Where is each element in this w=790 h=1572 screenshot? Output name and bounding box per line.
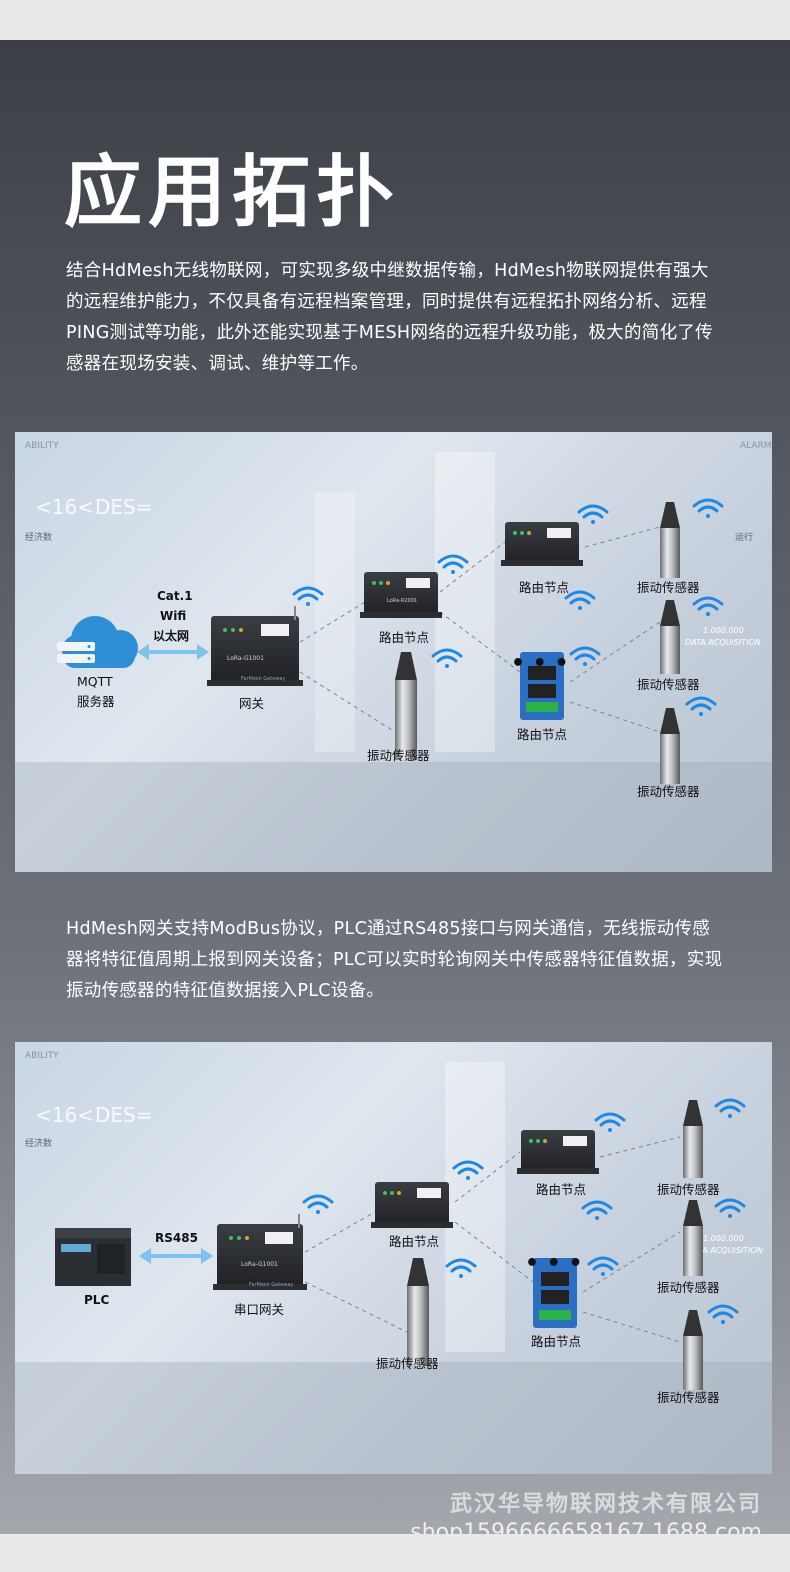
gateway-sub: FarMesh Gateway [249,1282,293,1288]
bg-left-label: 经济数 [25,1137,52,1149]
bg-digits-2: DES= [95,1103,153,1127]
sensor-label: 振动传感器 [657,1390,720,1405]
sensor-label: 振动传感器 [637,784,700,799]
router-device [371,1182,453,1228]
bg-data-acq-1: 1.000.000 [703,1234,744,1243]
wifi-icon [692,498,724,518]
router-model: LoRa-R2001 [387,598,417,604]
link-label-rs485: RS485 [155,1231,198,1245]
gateway-model: LoRa-G1001 [227,655,264,662]
plc-device [55,1228,131,1286]
vibration-sensor [395,652,417,760]
server-label-1: MQTT [77,674,113,689]
router-label: 路由节点 [519,580,569,595]
wifi-icon [587,1256,619,1276]
double-arrow-icon [137,644,209,660]
vibration-sensor [660,708,680,784]
sensor-label: 振动传感器 [376,1356,439,1371]
topology-diagram-plc: ABILITY <16< DES= 经济数 1.000.000 DATA ACQ… [15,1042,772,1474]
cloud-server-icon [57,616,138,668]
router-device [360,572,442,618]
link-label-ethernet: 以太网 [153,628,189,643]
server-label-2: 服务器 [77,694,115,709]
wifi-icon [437,554,469,574]
mesh-links [299,526,661,733]
link-label-cat1: Cat.1 [157,589,193,603]
serial-gateway-device [213,1214,307,1290]
wifi-icon [452,1160,484,1180]
sensor-label: 振动传感器 [657,1182,720,1197]
bg-digits-2: DES= [95,495,153,519]
bg-alarm-text: ALARM [740,441,772,451]
router-device [517,1130,599,1174]
bg-ability-text: ABILITY [25,441,59,451]
bg-floor [15,762,772,872]
gateway-model: LoRa-G1001 [241,1261,278,1268]
vibration-sensor [407,1258,429,1366]
modbus-paragraph: HdMesh网关支持ModBus协议，PLC通过RS485接口与网关通信，无线振… [66,919,723,1001]
gateway-label: 网关 [239,696,264,711]
mesh-links [304,1136,681,1343]
router-label: 路由节点 [379,630,429,645]
wifi-icon [577,504,609,524]
bg-data-acq-1: 1.000.000 [703,626,744,635]
sensor-label: 振动传感器 [367,748,430,763]
bg-ability-text: ABILITY [25,1051,59,1061]
bg-left-label: 经济数 [25,531,52,543]
serial-gateway-label: 串口网关 [234,1302,284,1317]
wifi-icon [569,646,601,666]
router-label: 路由节点 [517,727,567,742]
bg-data-acq-2: DATA ACQUISITION [687,1246,763,1255]
page-background: 应用拓扑 结合HdMesh无线物联网，可实现多级中继数据传输，HdMesh物联网… [0,40,790,1534]
vibration-sensor [683,1100,703,1178]
bg-digits-1: <16< [35,495,94,519]
bg-tower [315,492,355,752]
bg-floor [15,1362,772,1474]
router-label: 路由节点 [389,1234,439,1249]
link-label-wifi: Wifi [160,609,186,623]
bg-right-label: 运行 [735,531,753,543]
topology-diagram-mqtt: ABILITY ALARM <16< DES= 经济数 运行 1.000.000… [15,432,772,872]
wifi-icon [302,1194,334,1214]
bottom-strip [0,1534,790,1572]
wifi-icon [692,596,724,616]
sensor-label: 振动传感器 [657,1280,720,1295]
wifi-icon [292,586,324,606]
wifi-icon [564,590,596,610]
plc-label: PLC [84,1293,109,1307]
router-node-blue [520,652,564,720]
vibration-sensor [683,1310,703,1390]
wifi-icon [685,696,717,716]
wifi-icon [707,1304,739,1324]
wifi-icon [714,1098,746,1118]
footer-company-name: 武汉华导物联网技术有限公司 [449,1492,762,1517]
router-device [501,522,583,566]
wifi-icon [581,1200,613,1220]
continuation-dots: • • • [525,1251,583,1276]
vibration-sensor [660,502,680,578]
vibration-sensor [683,1200,703,1276]
gateway-device [207,606,303,686]
bg-tower [435,452,495,752]
wifi-icon [431,648,463,668]
wifi-icon [594,1112,626,1132]
wifi-icon [445,1258,477,1278]
bg-data-acq-2: DATA ACQUISITION [685,638,761,647]
bg-digits-1: <16< [35,1103,94,1127]
double-arrow-icon [139,1248,213,1264]
router-label: 路由节点 [536,1182,586,1197]
router-node-blue [533,1258,577,1328]
sensor-label: 振动传感器 [637,580,700,595]
continuation-dots: • • • [511,651,569,676]
bg-tower [445,1062,505,1352]
wifi-icon [714,1198,746,1218]
router-label: 路由节点 [531,1334,581,1349]
sensor-label: 振动传感器 [637,677,700,692]
vibration-sensor [660,600,680,674]
gateway-sub: FarMesh Gateway [241,676,285,682]
footer-shop-url: shop1596666658167.1688.com [410,1520,762,1534]
page-title: 应用拓扑 [64,148,401,238]
intro-paragraph: 结合HdMesh无线物联网，可实现多级中继数据传输，HdMesh物联网提供有强大… [66,261,713,374]
